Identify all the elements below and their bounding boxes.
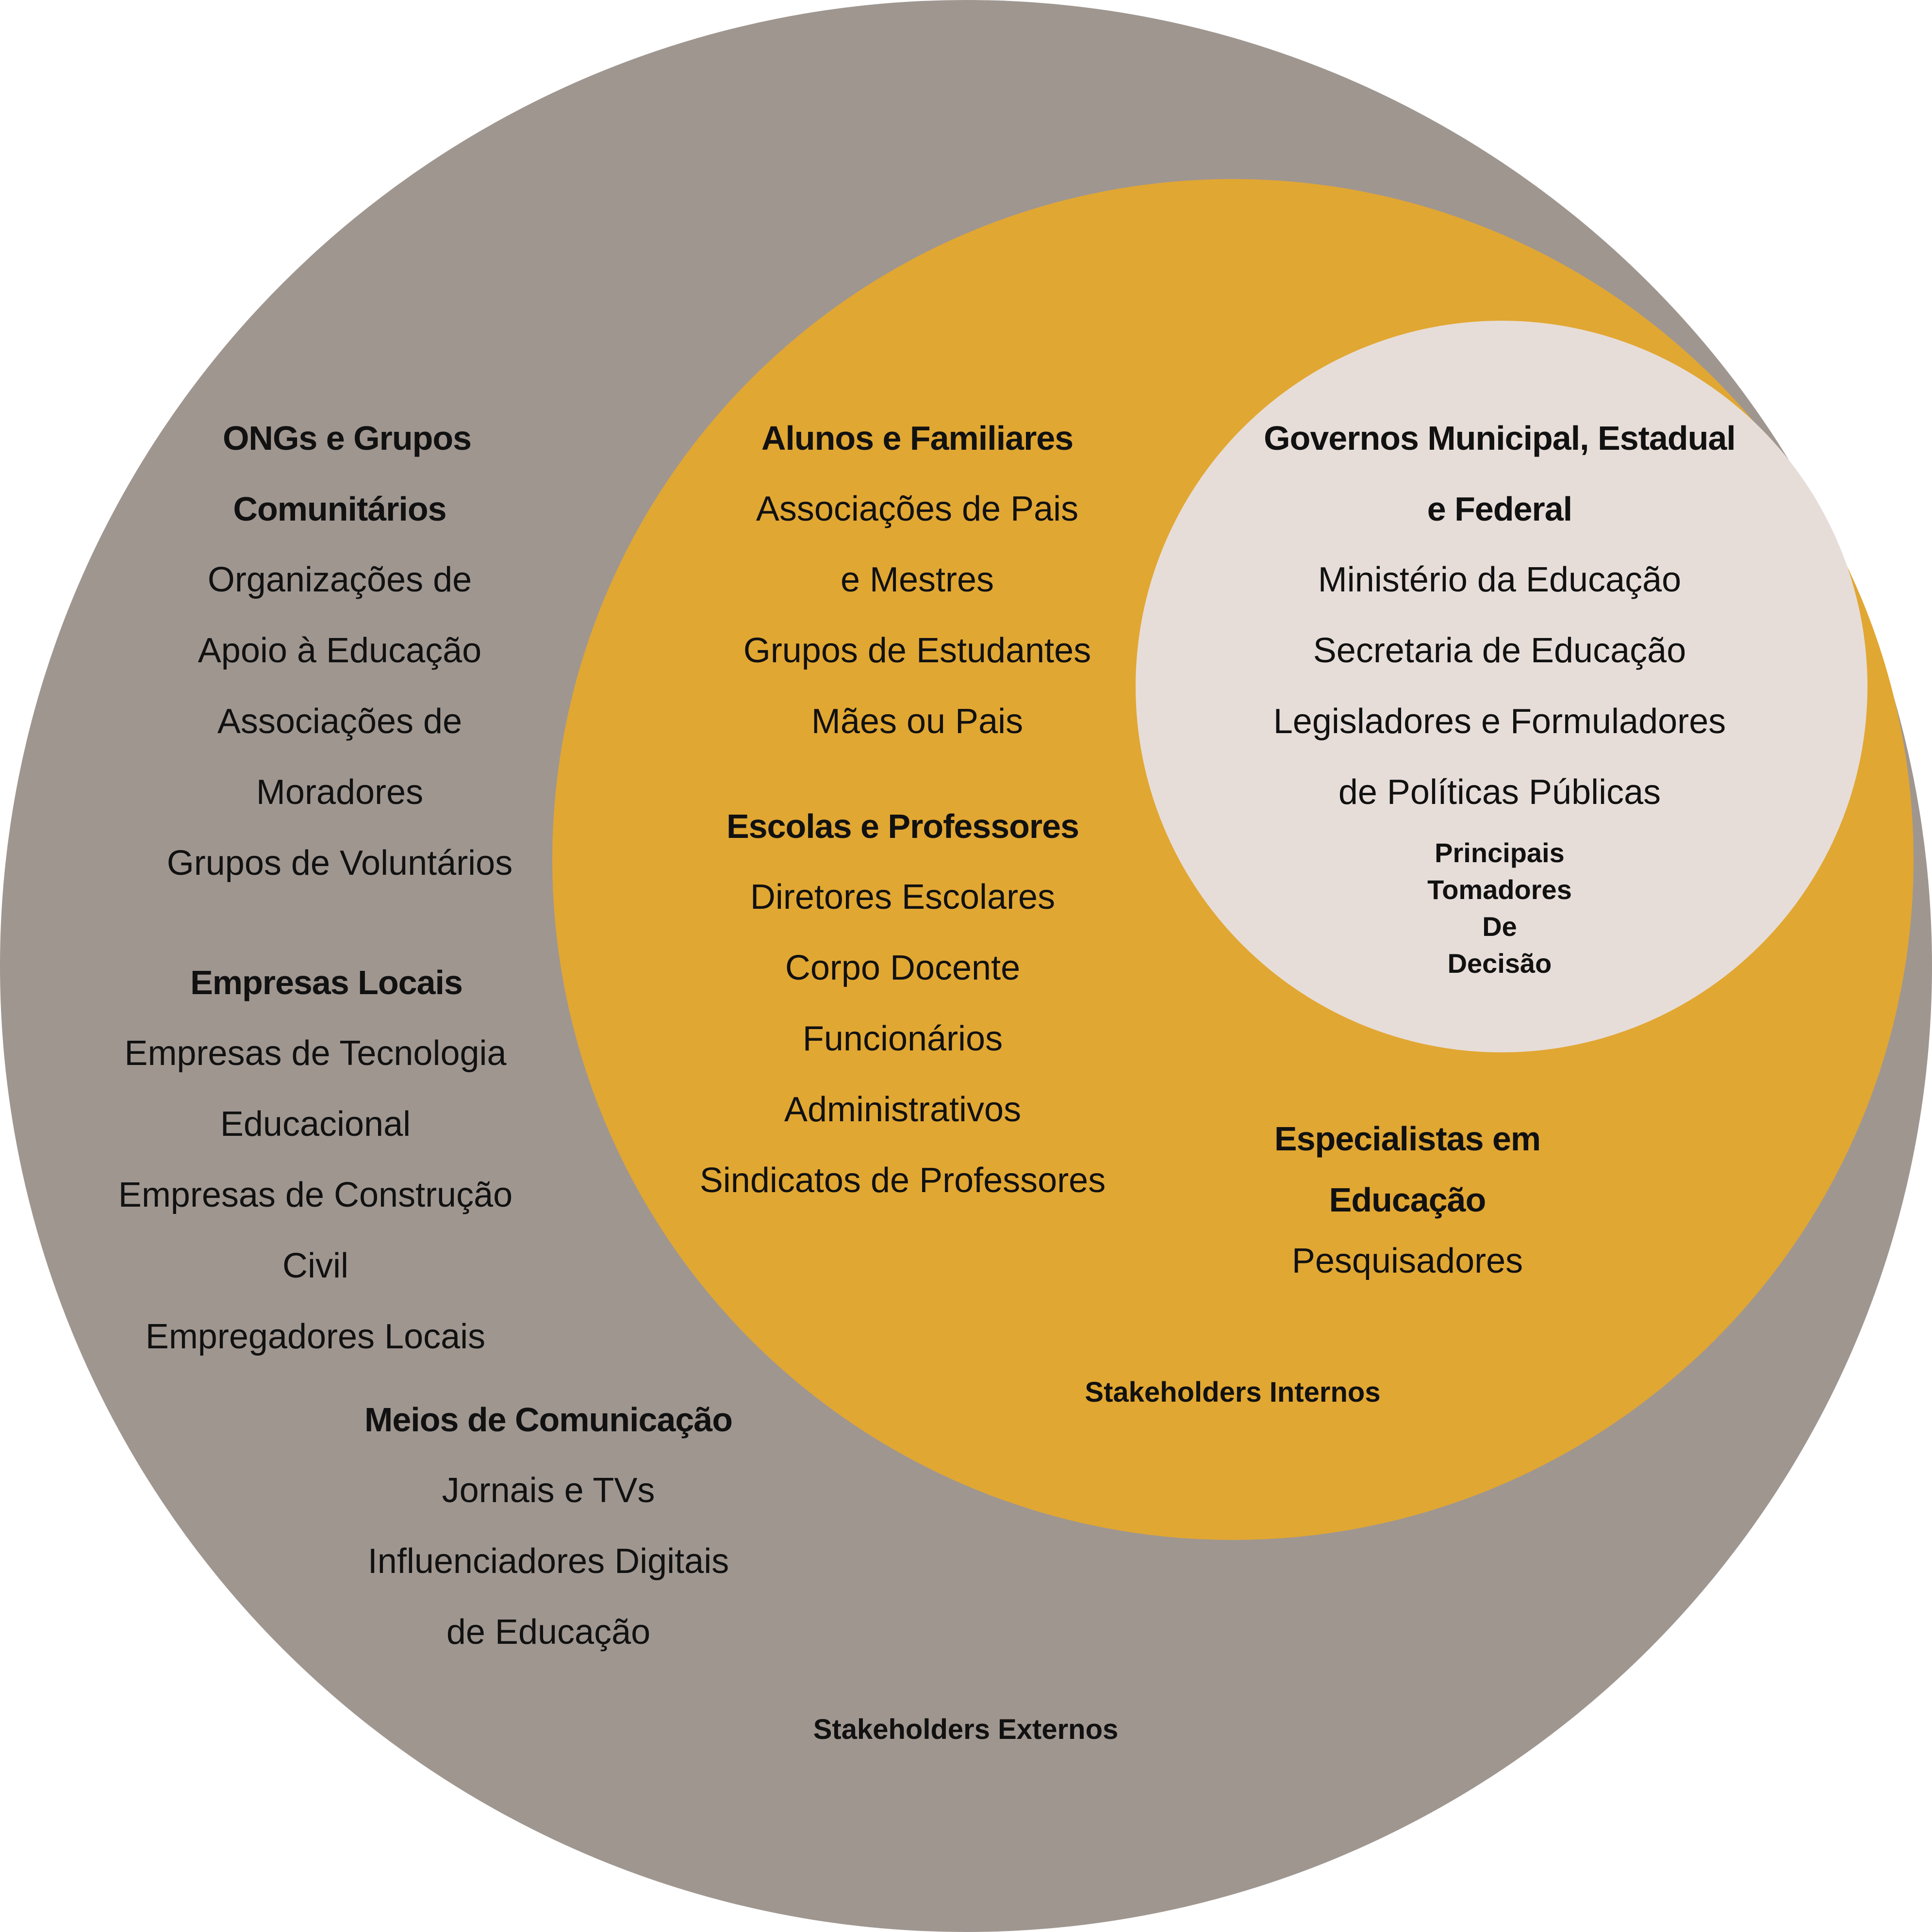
group-item: Sindicatos de Professores <box>699 1161 1106 1200</box>
group-item: Corpo Docente <box>785 949 1021 987</box>
group-item: Empregadores Locais <box>145 1317 486 1356</box>
group-title: Escolas e Professores <box>726 807 1079 845</box>
group-item: Diretores Escolares <box>750 878 1056 917</box>
group-item: Civil <box>282 1246 348 1285</box>
group-meios: Meios de Comunicação Jornais e TVs Influ… <box>340 1384 757 1668</box>
group-item: Funcionários <box>802 1019 1003 1058</box>
group-item: Associações de <box>217 702 462 741</box>
group-alunos: Alunos e Familiares Associações de Pais … <box>709 403 1126 757</box>
group-item: de Políticas Públicas <box>1338 773 1661 812</box>
group-item: Pesquisadores <box>1291 1242 1523 1280</box>
group-title: ONGs e Grupos <box>222 419 472 457</box>
group-escolas: Escolas e Professores Diretores Escolare… <box>670 791 1136 1216</box>
group-title: Meios de Comunicação <box>364 1401 733 1439</box>
group-empresas: Empresas Locais Empresas de Tecnologia E… <box>107 947 524 1372</box>
group-title: Empresas Locais <box>190 964 463 1001</box>
group-item: Moradores <box>256 773 424 812</box>
core-label-line: Decisão <box>1447 948 1552 979</box>
group-item: Secretaria de Educação <box>1313 631 1686 670</box>
group-ongs: ONGs e Grupos Comunitários Organizações … <box>131 403 548 899</box>
group-item: Mães ou Pais <box>811 702 1024 741</box>
group-item: Organizações de <box>207 560 472 599</box>
inner-ring-label: Stakeholders Internos <box>1085 1376 1381 1408</box>
group-item: Administrativos <box>784 1090 1022 1129</box>
group-title: Especialistas em <box>1274 1120 1541 1158</box>
outer-ring-label: Stakeholders Externos <box>813 1714 1119 1745</box>
group-item: Legisladores e Formuladores <box>1273 702 1726 741</box>
group-item: Educacional <box>220 1105 411 1144</box>
group-title: e Federal <box>1427 490 1572 528</box>
group-item: Jornais e TVs <box>442 1471 655 1510</box>
core-label-line: De <box>1482 911 1517 942</box>
group-governos: Governos Municipal, Estadual e Federal M… <box>1242 403 1757 828</box>
group-title: Governos Municipal, Estadual <box>1264 419 1736 457</box>
group-item: Associações de Pais <box>756 490 1079 528</box>
group-item: de Educação <box>446 1613 651 1652</box>
group-item: Influenciadores Digitais <box>367 1542 729 1581</box>
core-label-line: Tomadores <box>1427 874 1572 905</box>
core-ring-label: Principais Tomadores De Decisão <box>1354 835 1645 982</box>
group-item: Grupos de Voluntários <box>166 844 513 883</box>
group-item: Grupos de Estudantes <box>743 631 1091 670</box>
group-item: Apoio à Educação <box>198 631 482 670</box>
group-title: Educação <box>1329 1181 1486 1219</box>
group-item: Ministério da Educação <box>1318 560 1682 599</box>
group-item: Empresas de Tecnologia <box>124 1034 507 1073</box>
group-item: Empresas de Construção <box>118 1176 513 1214</box>
decision-makers-circle <box>1136 321 1867 1052</box>
group-title: Comunitários <box>233 490 446 528</box>
core-label-line: Principais <box>1435 837 1565 868</box>
group-especialistas: Especialistas em Educação Pesquisadores <box>1242 1108 1572 1292</box>
group-title: Alunos e Familiares <box>761 419 1073 457</box>
group-item: e Mestres <box>840 560 994 599</box>
